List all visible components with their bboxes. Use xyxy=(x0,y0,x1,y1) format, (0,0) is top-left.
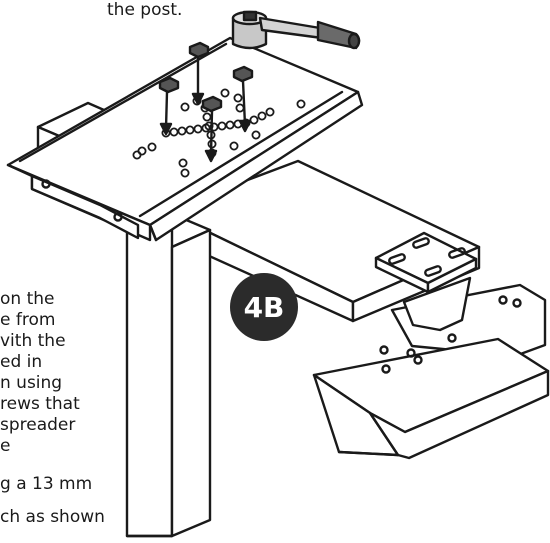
beam-bracket xyxy=(374,231,478,294)
side-line: ch as shown xyxy=(0,507,105,527)
socket-wrench-icon xyxy=(231,10,361,50)
side-line: e xyxy=(0,436,11,456)
vertical-post xyxy=(125,209,212,538)
bolt-front-left xyxy=(158,76,180,136)
side-line: ed in xyxy=(0,352,43,372)
side-line: n using xyxy=(0,373,63,393)
bolt-back-left xyxy=(188,41,210,106)
top-text: the post. xyxy=(107,0,183,20)
step-badge: 4B xyxy=(230,273,298,341)
bolt-right xyxy=(232,65,254,133)
side-line: spreader xyxy=(0,415,76,435)
hole-pattern xyxy=(132,88,306,178)
side-line: e from xyxy=(0,310,56,330)
side-line: vith the xyxy=(0,331,66,351)
bolt-center xyxy=(201,95,223,163)
side-line: on the xyxy=(0,289,55,309)
side-line: rews that xyxy=(0,394,80,414)
top-plate xyxy=(6,36,364,242)
side-line: g a 13 mm xyxy=(0,474,93,494)
